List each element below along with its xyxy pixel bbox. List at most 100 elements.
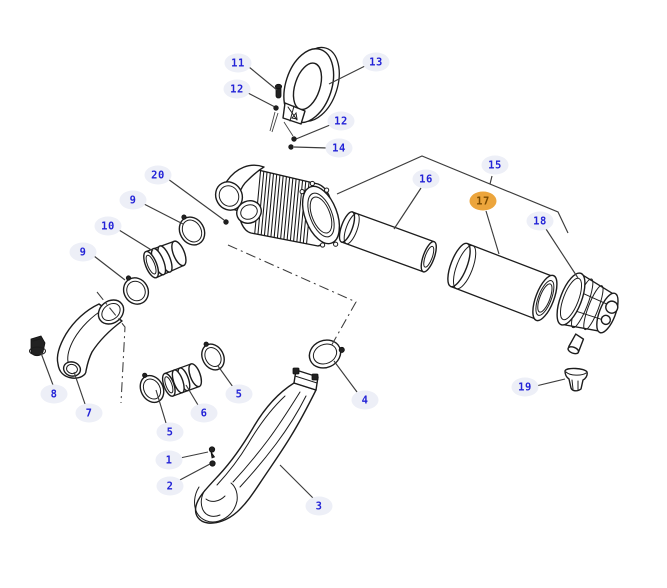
callout-bubble[interactable]: [144, 165, 172, 185]
callout-number[interactable]: 8: [51, 389, 58, 401]
leader-line-7: [73, 371, 86, 405]
callout-11[interactable]: 11: [224, 53, 252, 73]
detail-lines-layer: [269, 111, 294, 137]
part-clamp-9-lower: [122, 275, 150, 305]
callout-2[interactable]: 2: [156, 476, 184, 496]
callout-10[interactable]: 10: [94, 216, 122, 236]
callout-bubble[interactable]: [325, 138, 353, 158]
callout-19[interactable]: 19: [511, 377, 539, 397]
part-sleeve-6: [161, 363, 203, 397]
part-outer-filter-element: [447, 242, 558, 322]
leader-line-11: [248, 66, 278, 91]
leader-line-8: [40, 352, 54, 386]
part-intake-duct: [194, 367, 319, 524]
callout-bubble[interactable]: [223, 79, 251, 99]
callout-number[interactable]: 12: [230, 84, 244, 96]
callout-number[interactable]: 11: [231, 58, 245, 70]
callout-number[interactable]: 4: [362, 395, 369, 407]
callout-number[interactable]: 10: [101, 221, 115, 233]
callout-bubble[interactable]: [94, 216, 122, 236]
projection-line: [283, 121, 294, 137]
leader-line-16: [393, 187, 422, 230]
callout-14[interactable]: 14: [325, 138, 353, 158]
leader-line-14: [293, 146, 329, 149]
callout-5[interactable]: 5: [225, 384, 253, 404]
callout-16[interactable]: 16: [412, 169, 440, 189]
leader-line-6: [185, 384, 199, 406]
callout-bubble[interactable]: [351, 390, 379, 410]
part-inner-filter-element: [338, 211, 437, 273]
callout-bubble[interactable]: [224, 53, 252, 73]
callout-bubble[interactable]: [75, 403, 103, 423]
callout-bubble[interactable]: [156, 422, 184, 442]
callout-bubble[interactable]: [412, 169, 440, 189]
callout-17[interactable]: 17: [469, 191, 497, 211]
leader-line-13: [328, 65, 366, 85]
callout-bubble[interactable]: [40, 384, 68, 404]
reference-dot: [291, 136, 297, 142]
callout-number[interactable]: 5: [236, 389, 243, 401]
center-line: [227, 244, 357, 349]
callout-bubble[interactable]: [327, 111, 355, 131]
callout-18[interactable]: 18: [526, 211, 554, 231]
callout-number[interactable]: 6: [201, 408, 208, 420]
callout-number[interactable]: 5: [167, 427, 174, 439]
callout-bubble[interactable]: [481, 155, 509, 175]
callout-bubble[interactable]: [526, 211, 554, 231]
part-clamp-4: [308, 339, 345, 369]
callout-number[interactable]: 17: [476, 196, 490, 208]
callout-dots-layer: [223, 105, 297, 225]
part-pin-screw: [274, 83, 283, 99]
callout-13[interactable]: 13: [362, 52, 390, 72]
callout-bubble[interactable]: [511, 377, 539, 397]
callout-5[interactable]: 5: [156, 422, 184, 442]
callout-20[interactable]: 20: [144, 165, 172, 185]
part-flanged-bolt: [29, 335, 46, 357]
callout-1[interactable]: 1: [155, 450, 183, 470]
leader-line-5: [217, 365, 234, 388]
leader-line-3: [279, 464, 315, 500]
callout-number[interactable]: 7: [86, 408, 93, 420]
callout-9[interactable]: 9: [119, 190, 147, 210]
callout-bubble[interactable]: [362, 52, 390, 72]
callout-12[interactable]: 12: [223, 79, 251, 99]
callout-number[interactable]: 1: [166, 455, 173, 467]
callout-number[interactable]: 3: [316, 501, 323, 513]
callout-number[interactable]: 15: [488, 160, 502, 172]
parts-layer: [29, 46, 619, 524]
callout-number[interactable]: 12: [334, 116, 348, 128]
callout-7[interactable]: 7: [75, 403, 103, 423]
callout-bubble[interactable]: [119, 190, 147, 210]
part-clamp-9-upper: [178, 214, 206, 246]
callout-number[interactable]: 14: [332, 143, 346, 155]
part-curved-pipe: [56, 299, 125, 379]
callout-bubble[interactable]: [69, 242, 97, 262]
callout-number[interactable]: 9: [80, 247, 87, 259]
callout-number[interactable]: 20: [151, 170, 165, 182]
callout-bubble[interactable]: [469, 191, 497, 211]
callout-4[interactable]: 4: [351, 390, 379, 410]
callout-bubble[interactable]: [156, 476, 184, 496]
callout-6[interactable]: 6: [190, 403, 218, 423]
callout-number[interactable]: 2: [167, 481, 174, 493]
callout-number[interactable]: 9: [130, 195, 137, 207]
callout-15[interactable]: 15: [481, 155, 509, 175]
callout-bubble[interactable]: [305, 496, 333, 516]
reference-dot: [223, 219, 229, 225]
callout-number[interactable]: 18: [533, 216, 547, 228]
callout-number[interactable]: 19: [518, 382, 532, 394]
callout-bubble[interactable]: [190, 403, 218, 423]
callout-12[interactable]: 12: [327, 111, 355, 131]
part-clamp-5-right: [201, 341, 225, 371]
callout-number[interactable]: 16: [419, 174, 433, 186]
callout-3[interactable]: 3: [305, 496, 333, 516]
callout-bubble[interactable]: [155, 450, 183, 470]
callout-8[interactable]: 8: [40, 384, 68, 404]
callout-number[interactable]: 13: [369, 57, 383, 69]
projection-line: [271, 112, 279, 133]
callout-9[interactable]: 9: [69, 242, 97, 262]
callout-bubble[interactable]: [225, 384, 253, 404]
leader-line-2: [177, 463, 211, 482]
leader-line-17: [485, 210, 500, 255]
